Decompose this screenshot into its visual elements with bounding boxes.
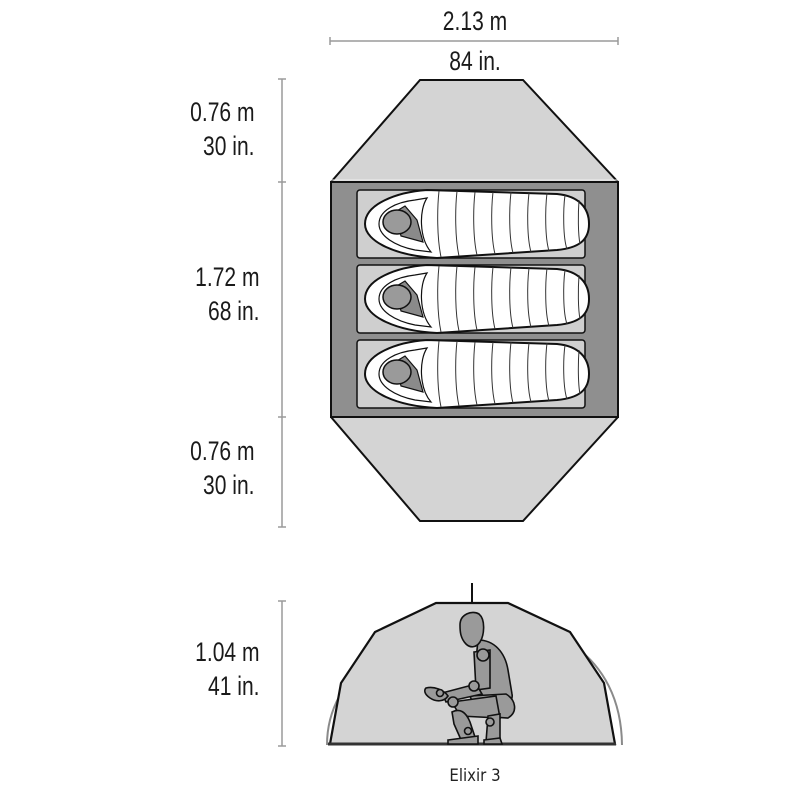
front-vestibule-label: 0.76 m 30 in.	[191, 95, 255, 163]
floor-length-imperial: 68 in.	[208, 296, 260, 326]
floor-plan-view	[330, 79, 619, 522]
rear-vestibule-label: 0.76 m 30 in.	[191, 434, 255, 502]
front-vestibule-metric: 0.76 m	[190, 97, 255, 127]
width-dimension-line	[329, 37, 619, 45]
rear-vestibule-imperial: 30 in.	[203, 470, 255, 500]
sleeping-bag-2	[356, 264, 590, 334]
sleeping-bag-3	[356, 339, 590, 409]
side-profile-view	[326, 583, 623, 746]
width-imperial-label: 84 in.	[449, 46, 501, 76]
front-vestibule-imperial: 30 in.	[203, 131, 255, 161]
peak-height-label: 1.04 m 41 in.	[196, 635, 260, 703]
floor-length-metric: 1.72 m	[195, 262, 260, 292]
sleeping-bag-1	[356, 189, 590, 259]
product-name-caption: Elixir 3	[449, 766, 501, 786]
crouching-person-figure	[424, 611, 516, 745]
peak-height-metric: 1.04 m	[195, 637, 260, 667]
rear-vestibule-metric: 0.76 m	[190, 436, 255, 466]
height-dimension-line	[278, 600, 286, 747]
floor-length-label: 1.72 m 68 in.	[196, 260, 260, 328]
peak-height-imperial: 41 in.	[208, 671, 260, 701]
width-metric-label: 2.13 m	[442, 6, 508, 36]
length-dimension-line	[278, 78, 286, 528]
